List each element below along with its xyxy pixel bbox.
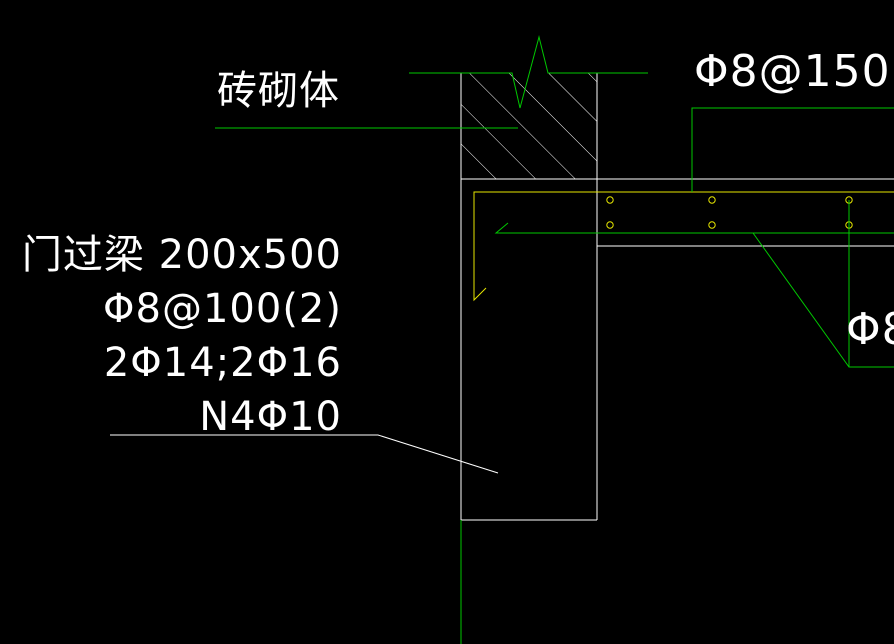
rebar-dot	[606, 221, 614, 229]
bottom-rebar-line	[494, 222, 894, 234]
rebar-top-hook	[473, 191, 894, 302]
slab-rebar-top-leader	[691, 107, 894, 192]
beam-section	[460, 178, 894, 521]
stirrup-label: Φ8@100(2)	[103, 286, 342, 332]
main-bars-label: 2Φ14;2Φ16	[104, 340, 342, 386]
beam-name-label: 门过梁 200x500	[22, 232, 342, 278]
masonry-wall	[460, 73, 598, 179]
slab-rebar-cut-label: Φ8	[846, 304, 894, 355]
beam-leader-line	[110, 434, 499, 474]
slab-rebar-top-label: Φ8@150	[694, 46, 891, 97]
rebar-dot	[606, 196, 614, 204]
rebar-dot	[708, 196, 716, 204]
rebar-dots	[606, 196, 853, 229]
side-bars-label: N4Φ10	[199, 394, 342, 440]
masonry-label: 砖砌体	[217, 68, 340, 114]
rebar-dot	[708, 221, 716, 229]
masonry-hatch	[461, 73, 597, 179]
break-line	[409, 35, 648, 109]
